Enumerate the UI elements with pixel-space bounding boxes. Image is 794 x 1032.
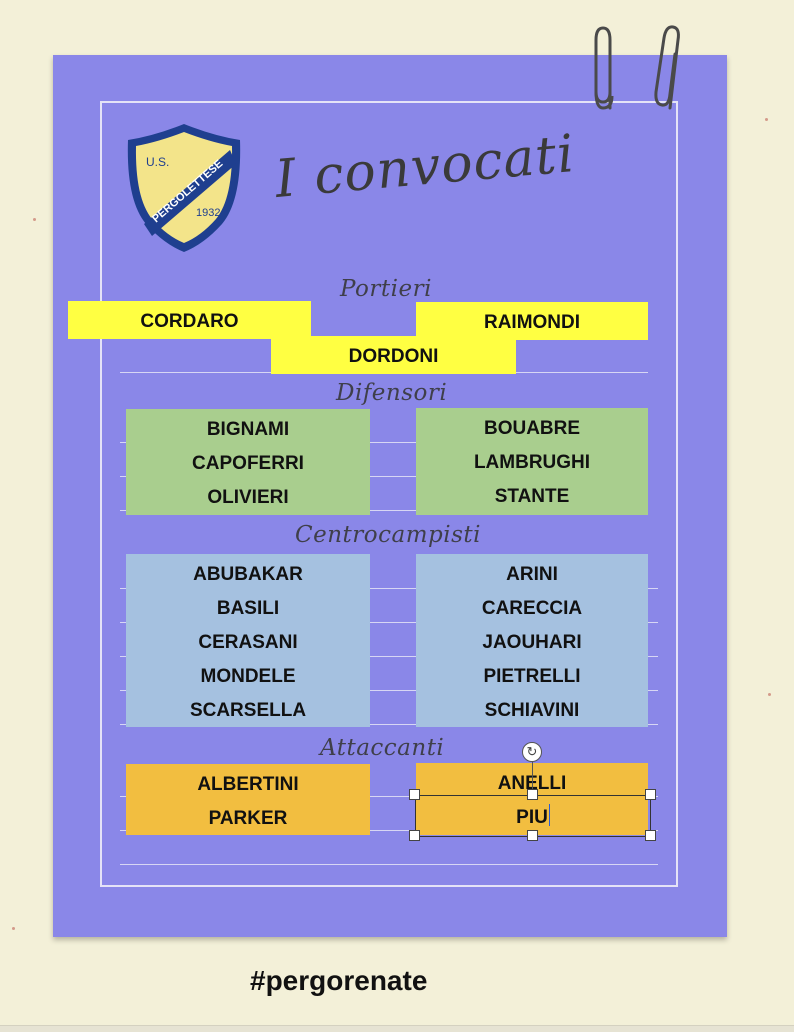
player-name: ANELLI — [497, 773, 567, 794]
section-heading-attaccanti: Attaccanti — [320, 735, 445, 761]
section-heading-centrocampisti: Centrocampisti — [295, 522, 481, 548]
poster-frame — [100, 101, 678, 887]
player-name: SCARSELLA — [189, 700, 307, 721]
player-name: OLIVIERI — [207, 487, 289, 508]
rotate-handle-stem — [532, 762, 533, 794]
player-box-portiere[interactable]: CORDARO — [68, 301, 311, 339]
resize-handle-bottom[interactable] — [527, 830, 538, 841]
player-box-attaccanti-left[interactable]: ALBERTINI PARKER — [126, 764, 370, 835]
section-heading-difensori: Difensori — [336, 380, 448, 406]
player-name: ABUBAKAR — [193, 564, 303, 585]
team-logo: U.S. 1932 PERGOLETTESE — [127, 124, 241, 252]
decor-dot — [768, 693, 771, 696]
player-name: BOUABRE — [483, 418, 581, 439]
player-box-difensori-right[interactable]: BOUABRE LAMBRUGHI STANTE — [416, 408, 648, 515]
paperclip-icon — [594, 26, 614, 110]
player-name: LAMBRUGHI — [473, 452, 591, 473]
player-box-centrocampisti-left[interactable]: ABUBAKAR BASILI CERASANI MONDELE SCARSEL… — [126, 554, 370, 727]
paperclip-icon — [654, 25, 680, 110]
player-name: CARECCIA — [481, 598, 583, 619]
player-name: BASILI — [216, 598, 280, 619]
resize-handle-top-left[interactable] — [409, 789, 420, 800]
player-name: CERASANI — [198, 632, 298, 653]
player-box-centrocampisti-right[interactable]: ARINI CARECCIA JAOUHARI PIETRELLI SCHIAV… — [416, 554, 648, 727]
resize-handle-top-right[interactable] — [645, 789, 656, 800]
player-name: DORDONI — [348, 346, 439, 367]
decor-dot — [33, 218, 36, 221]
player-name: CORDARO — [140, 311, 239, 332]
player-name: PIU — [516, 807, 548, 828]
player-name: BIGNAMI — [206, 419, 290, 440]
hashtag-caption: #pergorenate — [250, 965, 428, 996]
player-name: PIETRELLI — [483, 666, 581, 687]
player-name: RAIMONDI — [483, 312, 581, 333]
player-box-portiere[interactable]: DORDONI — [271, 336, 516, 374]
bottom-strip — [0, 1025, 794, 1032]
player-name: ARINI — [506, 564, 558, 585]
resize-handle-bottom-left[interactable] — [409, 830, 420, 841]
player-name: MONDELE — [200, 666, 296, 687]
text-caret — [549, 804, 550, 826]
player-name: JAOUHARI — [482, 632, 582, 653]
decor-dot — [765, 118, 768, 121]
player-name: PARKER — [208, 808, 288, 829]
player-box-portiere[interactable]: RAIMONDI — [416, 302, 648, 340]
player-name: SCHIAVINI — [484, 700, 580, 721]
resize-handle-top[interactable] — [527, 789, 538, 800]
rotate-handle-icon[interactable]: ↻ — [522, 742, 542, 762]
player-name: STANTE — [494, 486, 570, 507]
player-box-difensori-left[interactable]: BIGNAMI CAPOFERRI OLIVIERI — [126, 409, 370, 515]
decor-dot — [12, 927, 15, 930]
logo-us-text: U.S. — [146, 155, 169, 169]
player-name: CAPOFERRI — [192, 453, 304, 474]
resize-handle-bottom-right[interactable] — [645, 830, 656, 841]
section-heading-portieri: Portieri — [340, 276, 432, 302]
logo-year-text: 1932 — [196, 207, 220, 219]
player-name: ALBERTINI — [197, 774, 299, 795]
